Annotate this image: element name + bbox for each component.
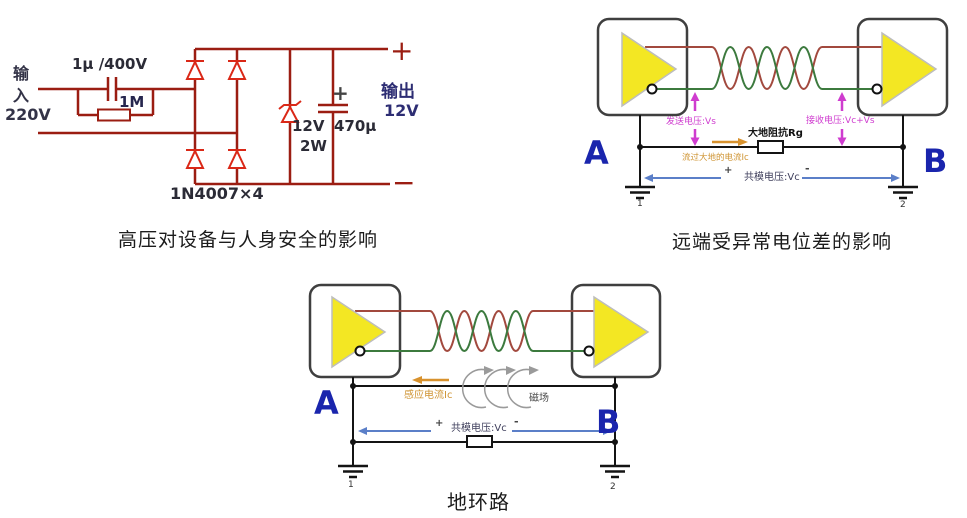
capacitor1-label: 1μ /400V xyxy=(72,55,148,73)
amp-triangle-b xyxy=(593,295,650,369)
twisted-pair xyxy=(355,309,595,353)
induced-current-arrow-icon xyxy=(412,376,449,384)
induced-current-label: 感应电流Ic xyxy=(404,390,453,401)
resistor1-label: 1M xyxy=(119,93,145,111)
junction-dot xyxy=(350,439,356,445)
amp-triangle-b xyxy=(881,31,938,108)
resistor-1m-symbol xyxy=(97,108,131,122)
output-plus-sign: + xyxy=(390,34,414,67)
node-b-label: B xyxy=(923,142,948,180)
common-mode-voltage-label: 共模电压:Vc xyxy=(744,172,800,183)
node-a-label: A xyxy=(584,134,609,172)
send-voltage-label: 发送电压:Vs xyxy=(666,117,716,127)
ground1-label: 1 xyxy=(348,480,354,490)
minus-sign: - xyxy=(514,415,519,428)
inverting-terminal-a xyxy=(354,345,366,357)
common-mode-arrow-icon xyxy=(644,174,900,182)
loop-resistor xyxy=(466,435,493,448)
output-label: 输出 xyxy=(381,82,415,102)
plus-sign: + xyxy=(724,165,733,176)
zener-power-label: 2W xyxy=(300,137,327,155)
rectifier-circuit-diagram: 输入 220V 1μ /400V 1M 12V 2W + 470μ 1N4007… xyxy=(5,10,478,220)
zener-diode-symbol xyxy=(278,100,302,123)
inverting-terminal-a xyxy=(646,83,658,95)
rectifier-caption: 高压对设备与人身安全的影响 xyxy=(118,229,379,251)
magnetic-field-label: 磁场 xyxy=(529,393,549,404)
inverting-terminal-b xyxy=(871,83,883,95)
diode-set-label: 1N4007×4 xyxy=(170,184,264,203)
ground-current-arrow-icon xyxy=(712,138,748,146)
junction-dot xyxy=(900,144,906,150)
bridge-diodes xyxy=(185,59,247,169)
earth-ground-a-icon xyxy=(625,185,655,200)
capacitor2-polarity: + xyxy=(332,81,349,105)
input-voltage-label: 220V xyxy=(5,105,51,124)
input-label: 输入 xyxy=(13,64,30,105)
common-mode-voltage-label: 共模电压:Vc xyxy=(451,423,507,434)
output-voltage-label: 12V xyxy=(384,101,419,120)
node-b-label: B xyxy=(596,403,621,441)
ground-loop-caption: 地环路 xyxy=(447,490,510,514)
ground-loop-drawing xyxy=(308,283,662,479)
ground-loop-diagram: A B 感应电流Ic 磁场 共模电压:Vc + - 1 2 xyxy=(300,280,670,510)
ground-current-label: 流过大地的电流Ic xyxy=(682,153,749,163)
earth-ground-a-icon xyxy=(338,464,368,479)
common-mode-arrow-icon xyxy=(358,427,612,435)
output-minus-sign: − xyxy=(392,166,416,199)
inverting-terminal-b xyxy=(583,345,595,357)
junction-dot xyxy=(612,439,618,445)
remote-potential-drawing xyxy=(596,17,949,200)
remote-potential-diagram: A B 发送电压:Vs 接收电压:Vc+Vs 大地阻抗Rg 流过大地的电流Ic … xyxy=(570,8,967,223)
minus-sign: - xyxy=(805,162,810,175)
junction-dot xyxy=(612,383,618,389)
ground-impedance-label: 大地阻抗Rg xyxy=(748,128,803,139)
send-voltage-arrow-icon xyxy=(690,92,700,146)
receive-voltage-arrow-icon xyxy=(837,92,847,146)
ground2-label: 2 xyxy=(900,200,906,210)
earth-ground-b-icon xyxy=(888,185,918,200)
node-a-label: A xyxy=(314,384,339,422)
magnetic-field-icon xyxy=(462,366,539,409)
ground2-label: 2 xyxy=(610,482,616,492)
junction-dot xyxy=(637,144,643,150)
plus-sign: + xyxy=(435,418,444,429)
earth-ground-b-icon xyxy=(600,464,630,479)
twisted-pair xyxy=(645,45,883,91)
junction-dot xyxy=(350,383,356,389)
ground-loop-rails xyxy=(352,377,616,466)
ground-impedance-resistor xyxy=(757,140,784,154)
zener-voltage-label: 12V xyxy=(292,117,325,135)
remote-potential-caption: 远端受异常电位差的影响 xyxy=(672,231,893,253)
receive-voltage-label: 接收电压:Vc+Vs xyxy=(806,116,875,126)
rectifier-circuit-drawing xyxy=(38,47,390,186)
capacitor2-label: 470μ xyxy=(334,117,377,135)
ground1-label: 1 xyxy=(637,199,643,209)
